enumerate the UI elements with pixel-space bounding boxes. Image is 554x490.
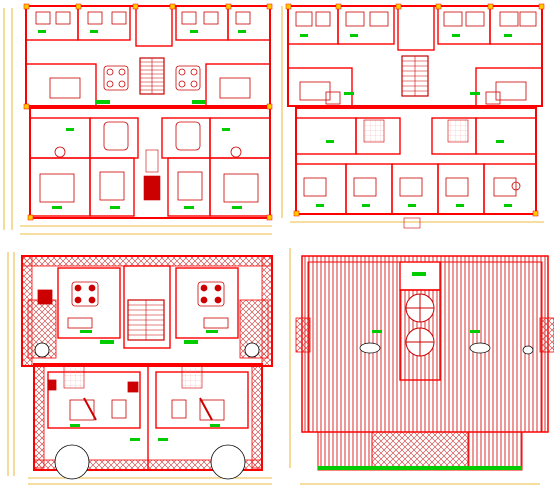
dimension-lines <box>281 6 544 223</box>
third-floor-plan <box>7 252 273 485</box>
stairs <box>139 57 165 201</box>
roof-tags <box>372 330 480 333</box>
room-tags <box>38 30 246 209</box>
stair-tower <box>399 261 441 381</box>
room-partitions <box>287 5 543 215</box>
roof-corner-balconies <box>295 317 554 353</box>
roof-plan <box>289 248 554 485</box>
room-tags <box>70 330 220 441</box>
room-partitions <box>25 5 271 217</box>
roof-bottom-terraces <box>317 431 523 471</box>
stairs <box>63 299 203 389</box>
furniture <box>295 11 537 197</box>
ground-floor-plan <box>3 3 273 235</box>
dimension-lines <box>3 8 272 235</box>
skylights <box>359 342 534 355</box>
outer-walls <box>21 255 273 471</box>
room-partitions <box>47 265 249 470</box>
stairs <box>363 55 469 229</box>
room-tags <box>300 34 512 207</box>
circular-planters <box>34 342 260 480</box>
dimension-lines <box>289 248 540 485</box>
water-tanks <box>405 293 435 357</box>
columns <box>23 3 273 221</box>
furniture <box>37 281 229 421</box>
columns <box>285 3 545 217</box>
furniture <box>35 11 259 203</box>
upper-floor-plan <box>281 3 545 229</box>
